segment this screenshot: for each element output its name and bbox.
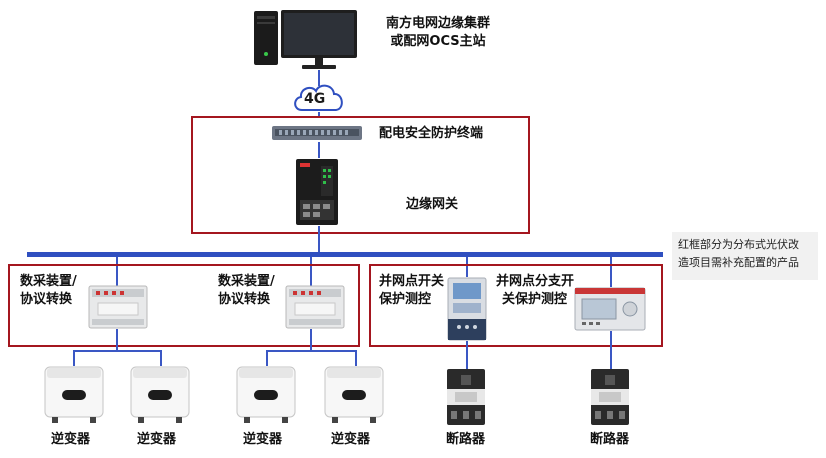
bus-drop-grid-switch xyxy=(466,257,468,277)
security-terminal-label: 配电安全防护终端 xyxy=(379,126,484,141)
protection-relay-icon xyxy=(447,277,487,341)
inverter-icon xyxy=(44,366,104,423)
acq-device-1-line2: 协议转换 xyxy=(20,292,73,307)
acq-device-2-label: 数采装置/ 协议转换 xyxy=(218,273,275,309)
link-acq1-down xyxy=(116,329,118,351)
master-station-line1: 南方电网边缘集群 xyxy=(386,16,491,31)
note-line1: 红框部分为分布式光伏改 xyxy=(678,238,799,251)
acq-device-2-line2: 协议转换 xyxy=(218,292,271,307)
inverter-label-4: 逆变器 xyxy=(331,432,371,447)
link-cloud-to-terminal xyxy=(318,112,320,118)
link-switch-to-gateway xyxy=(318,142,320,158)
inverter-icon xyxy=(130,366,190,423)
link-breaker-1 xyxy=(466,341,468,369)
grid-branch-switch-line1: 并网点分支开 xyxy=(496,274,575,289)
inverter-label-2: 逆变器 xyxy=(137,432,177,447)
network-4g-label: 4G xyxy=(304,91,326,107)
retrofit-note: 红框部分为分布式光伏改 造项目需补充配置的产品 xyxy=(672,232,818,280)
acq-device-1-label: 数采装置/ 协议转换 xyxy=(20,273,77,309)
note-line2: 造项目需补充配置的产品 xyxy=(678,256,799,269)
link-inverter-4 xyxy=(355,350,357,366)
network-switch-icon xyxy=(272,126,362,140)
master-station-label: 南方电网边缘集群 或配网OCS主站 xyxy=(386,15,490,51)
gateway-group-box xyxy=(191,116,530,234)
edge-gateway-label: 边缘网关 xyxy=(406,197,459,212)
acq-device-1-line1: 数采装置/ xyxy=(20,274,77,289)
acq-device-2-line1: 数采装置/ xyxy=(218,274,275,289)
master-station-line2: 或配网OCS主站 xyxy=(390,34,486,49)
inverter-icon xyxy=(236,366,296,423)
link-acq1-inverters xyxy=(73,350,161,352)
grid-branch-switch-label: 并网点分支开 关保护测控 xyxy=(496,273,574,309)
server-tower-icon xyxy=(254,11,278,65)
monitor-icon xyxy=(281,10,357,69)
link-acq2-down xyxy=(310,329,312,351)
bus-drop-acq-2 xyxy=(310,257,312,287)
inverter-icon xyxy=(324,366,384,423)
link-gateway-to-bus xyxy=(318,226,320,254)
circuit-breaker-icon xyxy=(591,369,629,425)
breaker-label-1: 断路器 xyxy=(446,432,486,447)
data-acquisition-device-icon xyxy=(285,285,345,329)
acquisition-group-box xyxy=(8,264,360,347)
edge-gateway-device-icon xyxy=(296,159,338,225)
protection-group-box xyxy=(369,264,663,347)
link-master-to-cloud xyxy=(318,70,320,86)
bus-drop-branch-switch xyxy=(610,257,612,287)
link-inverter-2 xyxy=(160,350,162,366)
cloud-icon xyxy=(294,84,343,111)
grid-point-switch-line1: 并网点开关 xyxy=(379,274,445,289)
breaker-label-2: 断路器 xyxy=(590,432,630,447)
link-acq2-inverters xyxy=(266,350,356,352)
inverter-label-3: 逆变器 xyxy=(243,432,283,447)
circuit-breaker-icon xyxy=(447,369,485,425)
link-breaker-2 xyxy=(610,331,612,369)
inverter-label-1: 逆变器 xyxy=(51,432,91,447)
protection-controller-icon xyxy=(574,287,646,331)
communication-bus xyxy=(27,252,663,257)
bus-drop-acq-1 xyxy=(116,257,118,287)
grid-branch-switch-line2: 关保护测控 xyxy=(502,292,568,307)
link-inverter-1 xyxy=(73,350,75,366)
data-acquisition-device-icon xyxy=(88,285,148,329)
grid-point-switch-line2: 保护测控 xyxy=(379,292,432,307)
grid-point-switch-label: 并网点开关 保护测控 xyxy=(379,273,444,309)
link-inverter-3 xyxy=(266,350,268,366)
